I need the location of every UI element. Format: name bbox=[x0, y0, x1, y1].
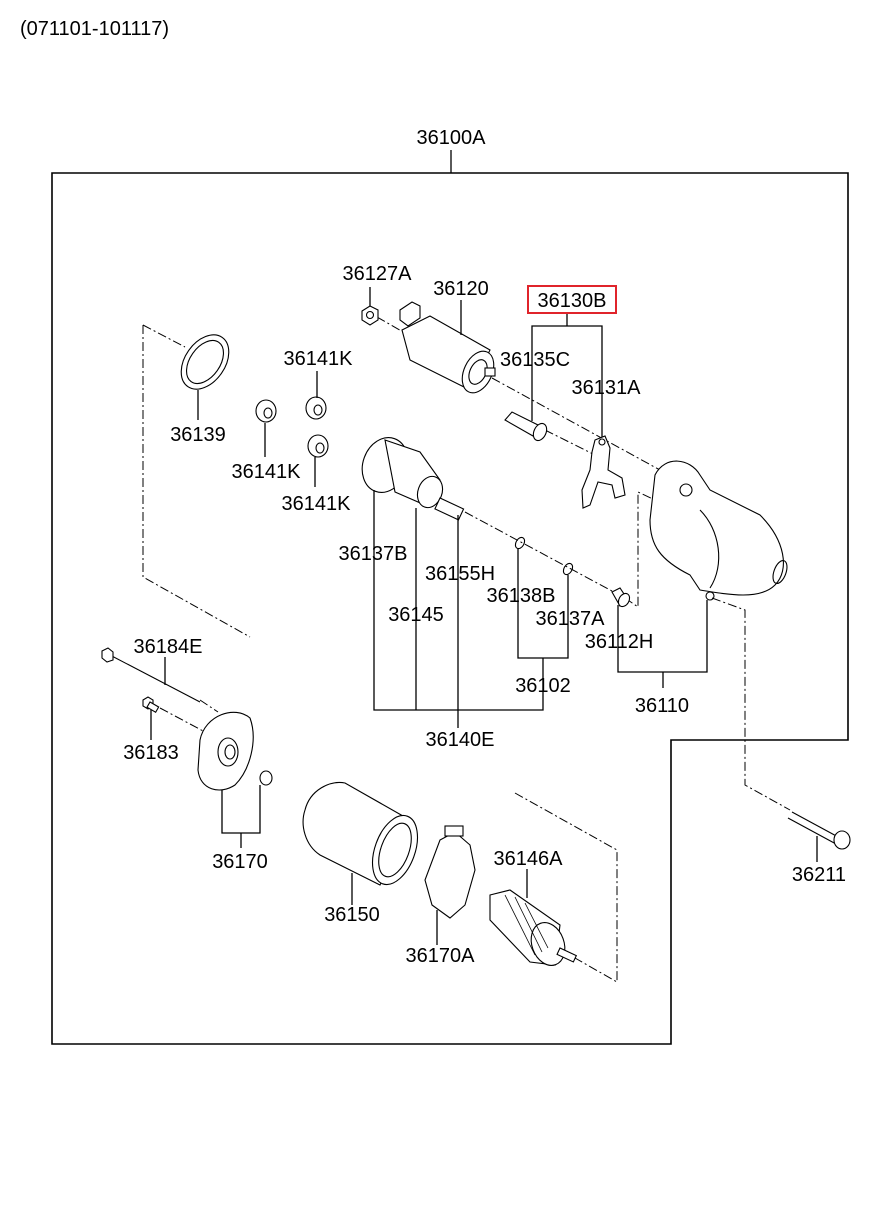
packing-36139-icon[interactable] bbox=[171, 326, 238, 398]
label-36135C[interactable]: 36135C bbox=[500, 349, 570, 371]
label-36141K-a[interactable]: 36141K bbox=[284, 348, 354, 370]
mounting-bolt-36211-icon[interactable] bbox=[787, 811, 851, 850]
stop-ring-36138B-icon[interactable] bbox=[514, 536, 527, 550]
plunger-36135C-icon[interactable] bbox=[504, 411, 549, 443]
planetary-gear-b-icon[interactable] bbox=[255, 399, 277, 423]
label-36120[interactable]: 36120 bbox=[433, 278, 489, 300]
alignment-lines bbox=[142, 316, 791, 983]
nut-36127A-icon[interactable] bbox=[361, 305, 379, 326]
label-36137A[interactable]: 36137A bbox=[536, 608, 606, 630]
label-36138B[interactable]: 36138B bbox=[487, 585, 556, 607]
label-36127A[interactable]: 36127A bbox=[343, 263, 413, 285]
leader-lines bbox=[150, 287, 818, 945]
screw-36183-icon[interactable] bbox=[142, 696, 160, 713]
planetary-gear-c-icon[interactable] bbox=[307, 434, 329, 458]
brush-holder-36170A-icon[interactable] bbox=[424, 825, 476, 919]
label-36137B[interactable]: 36137B bbox=[339, 543, 408, 565]
label-36140E[interactable]: 36140E bbox=[426, 729, 495, 751]
snap-ring-36137A-icon[interactable] bbox=[562, 562, 575, 576]
yoke-36150-icon[interactable] bbox=[302, 781, 426, 890]
label-36170A[interactable]: 36170A bbox=[406, 945, 476, 967]
label-36102[interactable]: 36102 bbox=[515, 675, 571, 697]
label-36130B[interactable]: 36130B bbox=[538, 290, 607, 312]
through-bolt-36184E-icon[interactable] bbox=[101, 647, 201, 703]
drive-assembly-36140E-icon[interactable] bbox=[355, 431, 465, 521]
date-range-code: (071101-101117) bbox=[20, 18, 170, 40]
label-36112H[interactable]: 36112H bbox=[585, 631, 654, 653]
armature-36146A-icon[interactable] bbox=[489, 889, 578, 970]
label-36139[interactable]: 36139 bbox=[170, 424, 226, 446]
label-36146A[interactable]: 36146A bbox=[494, 848, 564, 870]
bushing-36112H-icon[interactable] bbox=[611, 587, 632, 609]
label-36170[interactable]: 36170 bbox=[212, 851, 268, 873]
assembly-label[interactable]: 36100A bbox=[417, 127, 487, 149]
label-36211[interactable]: 36211 bbox=[792, 864, 846, 886]
assembly-frame: 36100A bbox=[51, 127, 849, 1045]
front-housing-36110-icon[interactable] bbox=[649, 460, 790, 601]
shift-lever-36131A-icon[interactable] bbox=[581, 435, 626, 509]
label-36183[interactable]: 36183 bbox=[123, 742, 179, 764]
label-36155H[interactable]: 36155H bbox=[425, 563, 495, 585]
label-36184E[interactable]: 36184E bbox=[134, 636, 203, 658]
label-36110[interactable]: 36110 bbox=[635, 695, 689, 717]
solenoid-36120-icon[interactable] bbox=[399, 301, 500, 398]
planetary-gear-a-icon[interactable] bbox=[305, 396, 327, 420]
label-36131A[interactable]: 36131A bbox=[572, 377, 642, 399]
highlight-box bbox=[527, 285, 617, 314]
label-36150[interactable]: 36150 bbox=[324, 904, 380, 926]
label-36141K-b[interactable]: 36141K bbox=[232, 461, 302, 483]
rear-bracket-36170-icon[interactable] bbox=[197, 711, 273, 791]
label-36145[interactable]: 36145 bbox=[388, 604, 444, 626]
label-36141K-c[interactable]: 36141K bbox=[282, 493, 352, 515]
part-labels: 36127A 36120 36130B 36135C 36131A 36141K… bbox=[123, 263, 846, 967]
